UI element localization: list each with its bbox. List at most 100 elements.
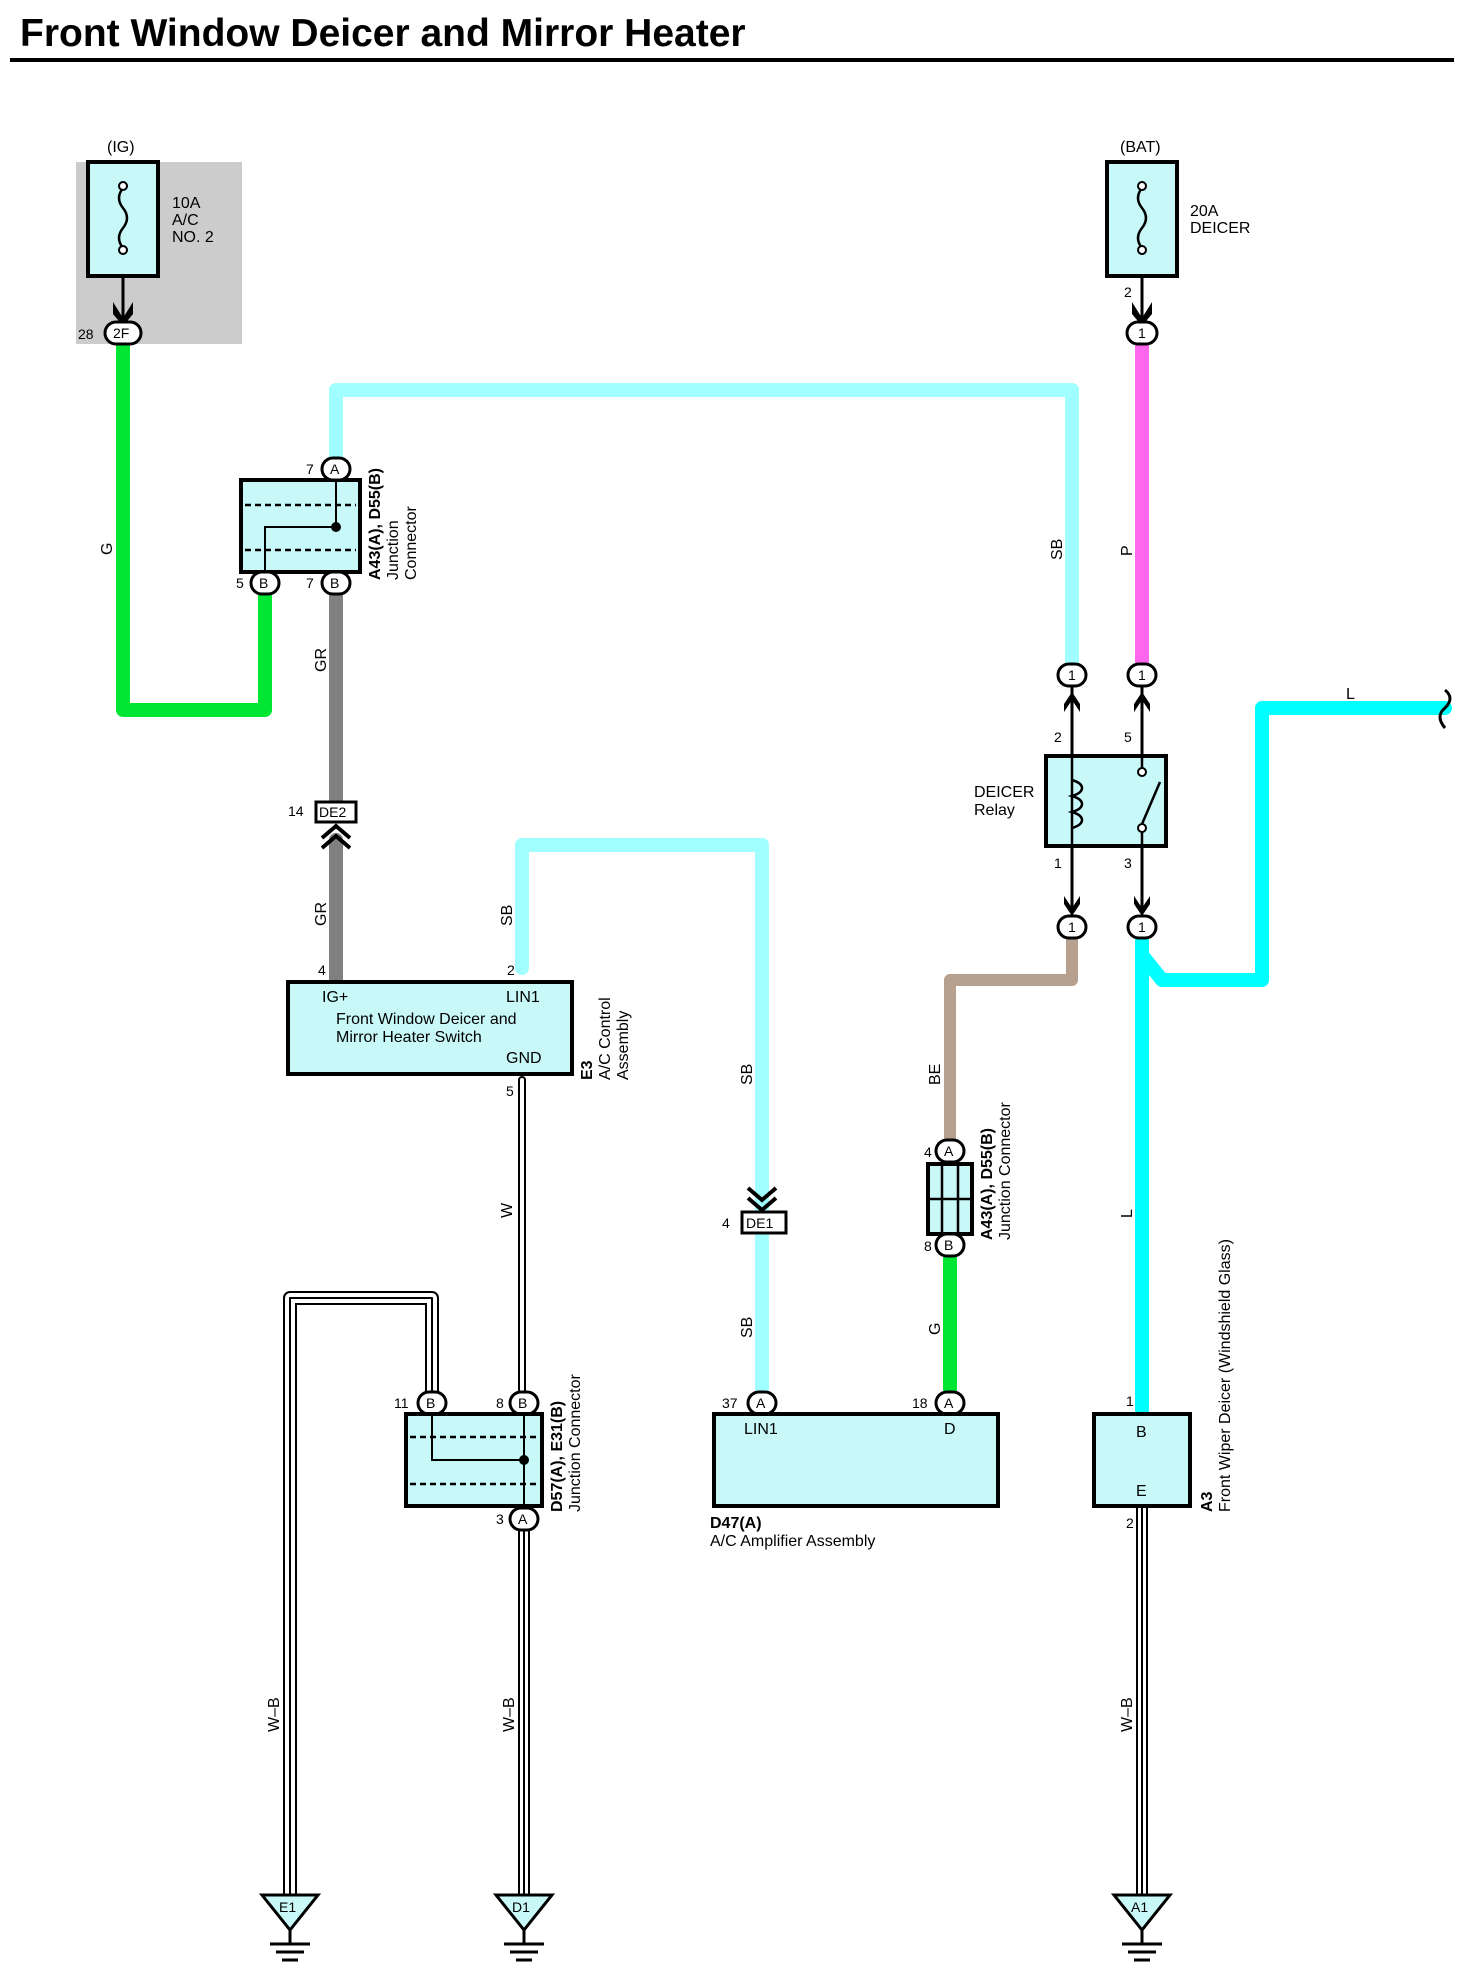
- junction-connector-top: A 7 B 5 B 7 A43(A), D55(B) Junction Conn…: [236, 456, 420, 596]
- de1-name: DE1: [746, 1215, 773, 1231]
- arrow-down-icon: [1064, 896, 1080, 916]
- wire-label-l-top: L: [1346, 686, 1355, 703]
- fuse-ig-rating: 10A: [172, 195, 201, 212]
- front-wiper-deicer: 1 B E 2 A3 Front Wiper Deicer (Windshiel…: [1092, 1239, 1234, 1531]
- wire-label-gr-lower: GR: [313, 902, 330, 926]
- wire-label-w: W: [499, 1202, 516, 1218]
- jm-term-a: A: [944, 1143, 954, 1159]
- switch-lin-label: LIN1: [506, 989, 540, 1006]
- wire-label-wb-mid: W–B: [501, 1697, 518, 1732]
- ground-a1-label: A1: [1131, 1899, 1148, 1915]
- wires: [116, 335, 1452, 1902]
- switch-side2: Assembly: [615, 1011, 632, 1080]
- wire-labels: G GR GR SB SB P SB SB BE G L L W W–B W–B…: [99, 539, 1355, 1732]
- switch-code: E3: [579, 1060, 596, 1080]
- junction-connector-low: 11 B 8 B 3 A D57(A), E31(B) Junction Con…: [394, 1373, 584, 1532]
- relay-term-tl: 1: [1068, 667, 1076, 683]
- wire-label-sb-switch: SB: [499, 905, 516, 926]
- wire-label-wb-right: W–B: [1119, 1697, 1136, 1732]
- deicer-name: Front Wiper Deicer (Windshield Glass): [1217, 1239, 1234, 1512]
- wire-label-p: P: [1119, 545, 1136, 556]
- wire-label-wb-left: W–B: [266, 1697, 283, 1732]
- amp-lin-label: LIN1: [744, 1421, 778, 1438]
- arrow-down-icon: [1132, 302, 1152, 326]
- jl-term-b1: B: [426, 1395, 435, 1411]
- jl-term-a: A: [518, 1511, 528, 1527]
- wire-sb-top: [329, 383, 1079, 671]
- jt-term-a: A: [330, 461, 340, 477]
- amp-term-lin: A: [756, 1395, 766, 1411]
- fuse-bat-icon: [1136, 187, 1148, 249]
- amp-name: A/C Amplifier Assembly: [710, 1533, 875, 1550]
- ground-a1: A1: [1110, 1893, 1174, 1962]
- wire-wb-left: [283, 1291, 439, 1902]
- fuse-ig: (IG) 10A A/C NO. 2 28 2F: [76, 139, 242, 346]
- connector-de1: 4 DE1: [722, 1186, 788, 1235]
- fuse-bat-name: DEICER: [1190, 220, 1250, 237]
- relay-term-bl: 1: [1068, 919, 1076, 935]
- ground-d1-label: D1: [512, 1899, 530, 1915]
- fuse-ig-pin: 28: [78, 326, 94, 342]
- relay-pin-bl: 1: [1054, 855, 1062, 871]
- jl-pin-b1: 11: [394, 1395, 409, 1411]
- relay-pin-tl: 2: [1054, 729, 1062, 745]
- relay-term-br: 1: [1138, 919, 1146, 935]
- switch-e3: 4 2 IG+ LIN1 Front Window Deicer and Mir…: [286, 962, 632, 1099]
- relay-term-tr: 1: [1138, 667, 1146, 683]
- arrow-down-icon: [1134, 896, 1150, 916]
- wire-label-g-top: G: [99, 543, 116, 555]
- relay-pin-tr: 5: [1124, 729, 1132, 745]
- fuse-bat-source: (BAT): [1120, 139, 1161, 156]
- jm-line1: A43(A), D55(B): [979, 1128, 996, 1240]
- switch-gnd-label: GND: [506, 1050, 542, 1067]
- wire-be: [944, 934, 1078, 1146]
- jl-line2: Junction Connector: [567, 1373, 584, 1512]
- jt-term-b1: B: [259, 575, 268, 591]
- jm-pin-a: 4: [924, 1144, 932, 1160]
- wire-g-top: [116, 335, 272, 717]
- terminal-2f: [103, 320, 143, 346]
- de1-pin: 4: [722, 1215, 730, 1231]
- jl-line1: D57(A), E31(B): [549, 1401, 566, 1512]
- fuse-bat-pin: 2: [1124, 284, 1132, 300]
- jt-line1: A43(A), D55(B): [367, 468, 384, 580]
- fuse-bat-terminal: 1: [1138, 325, 1146, 341]
- wire-l-top: [1135, 701, 1452, 987]
- double-chevron-up-icon: [320, 823, 352, 850]
- fuse-ig-name1: A/C: [172, 212, 199, 229]
- ac-amplifier: 37 A 18 A LIN1 D D47(A) A/C Amplifier As…: [710, 1390, 1000, 1550]
- wire-label-l-main: L: [1119, 1209, 1136, 1218]
- fuse-ig-source: (IG): [107, 139, 135, 156]
- amp-pin-lin: 37: [722, 1395, 738, 1411]
- relay-switch-icon: [1140, 781, 1162, 825]
- jm-term-b: B: [944, 1237, 953, 1253]
- fuse-ig-terminal: 2F: [113, 325, 129, 341]
- wire-label-gr-upper: GR: [313, 648, 330, 672]
- jl-pin-b2: 8: [496, 1395, 504, 1411]
- double-chevron-down-icon: [746, 1186, 778, 1213]
- page-title: Front Window Deicer and Mirror Heater: [20, 12, 746, 55]
- wire-label-g-low: G: [927, 1323, 944, 1335]
- arrow-down-icon: [113, 302, 133, 326]
- ground-d1: D1: [492, 1893, 556, 1962]
- wire-sb-switch: [515, 838, 769, 1217]
- amp-term-d: A: [944, 1395, 954, 1411]
- jt-term-b2: B: [330, 575, 339, 591]
- wire-label-sb-top: SB: [1049, 539, 1066, 560]
- jl-term-b2: B: [518, 1395, 527, 1411]
- de2-pin: 14: [288, 803, 304, 819]
- switch-pin-gnd: 5: [506, 1083, 514, 1099]
- switch-pin-lin: 2: [507, 962, 515, 978]
- jt-pin-b1: 5: [236, 575, 244, 591]
- connector-de2: 14 DE2: [288, 800, 358, 850]
- relay-line1: DEICER: [974, 784, 1034, 801]
- fuse-ig-name2: NO. 2: [172, 229, 214, 246]
- switch-text2: Mirror Heater Switch: [336, 1029, 482, 1046]
- wire-label-sb-mid: SB: [739, 1064, 756, 1085]
- switch-pin-ig: 4: [318, 962, 326, 978]
- deicer-e-label: E: [1136, 1483, 1147, 1500]
- jm-line2: Junction Connector: [997, 1101, 1014, 1240]
- deicer-b-label: B: [1136, 1424, 1147, 1441]
- de2-name: DE2: [319, 804, 346, 820]
